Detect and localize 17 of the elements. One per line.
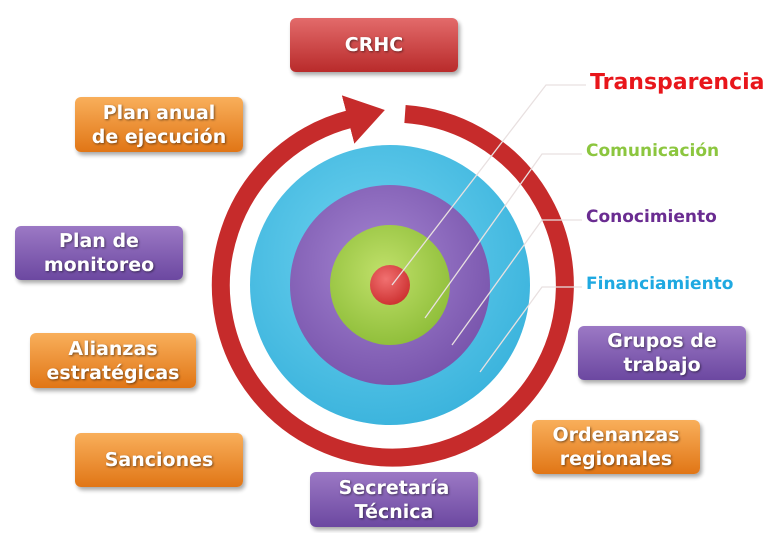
label-box: Alianzas estratégicas <box>30 333 196 388</box>
label-box: Secretaría Técnica <box>310 472 478 527</box>
leader-line <box>479 286 582 372</box>
label-box: Grupos de trabajo <box>578 326 746 380</box>
concentric-circle <box>370 265 410 305</box>
label-box: Plan de monitoreo <box>15 226 183 280</box>
label-box: Ordenanzas regionales <box>532 420 700 474</box>
leader-line <box>391 84 586 286</box>
label-text: Conocimiento <box>586 207 717 233</box>
label-box: CRHC <box>290 18 458 72</box>
label-text: Transparencia <box>590 70 764 100</box>
label-box: Sanciones <box>75 433 243 487</box>
label-box: Plan anual de ejecución <box>75 97 243 152</box>
label-text: Financiamiento <box>586 274 734 300</box>
leader-line <box>451 219 582 346</box>
leader-line <box>424 153 582 318</box>
label-text: Comunicación <box>586 141 720 167</box>
